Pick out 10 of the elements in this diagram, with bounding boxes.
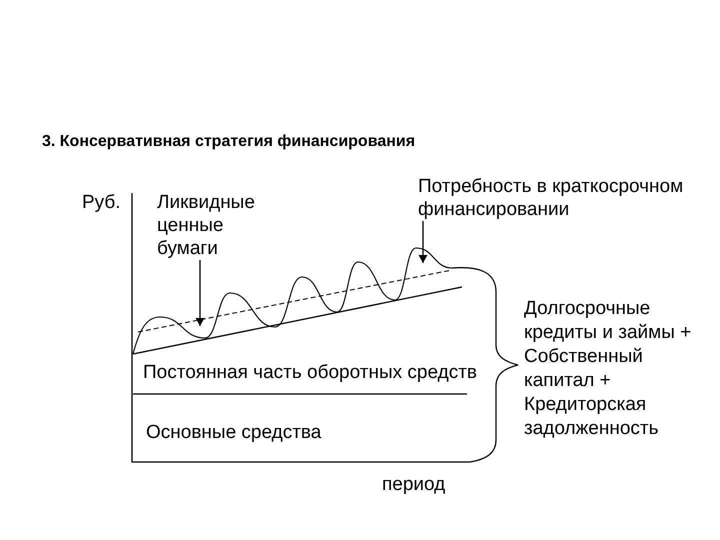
leader-arrow bbox=[196, 260, 204, 326]
callout-text: Потребность в краткосрочном финансировании bbox=[418, 175, 708, 221]
area-label: Постоянная часть оборотных средств bbox=[143, 361, 477, 384]
area-label: Основные средства bbox=[146, 421, 322, 444]
brace-label: Долгосрочные кредиты и займы + Собственный капитал + Кредиторская задолженность bbox=[524, 297, 692, 441]
leader-arrow bbox=[418, 221, 428, 263]
axis-label: период bbox=[382, 473, 446, 496]
callout-text: Ликвидные ценные бумаги bbox=[157, 191, 277, 260]
axis-label: Руб. bbox=[82, 191, 121, 214]
title: 3. Консервативная стратегия финансирования bbox=[42, 132, 416, 152]
